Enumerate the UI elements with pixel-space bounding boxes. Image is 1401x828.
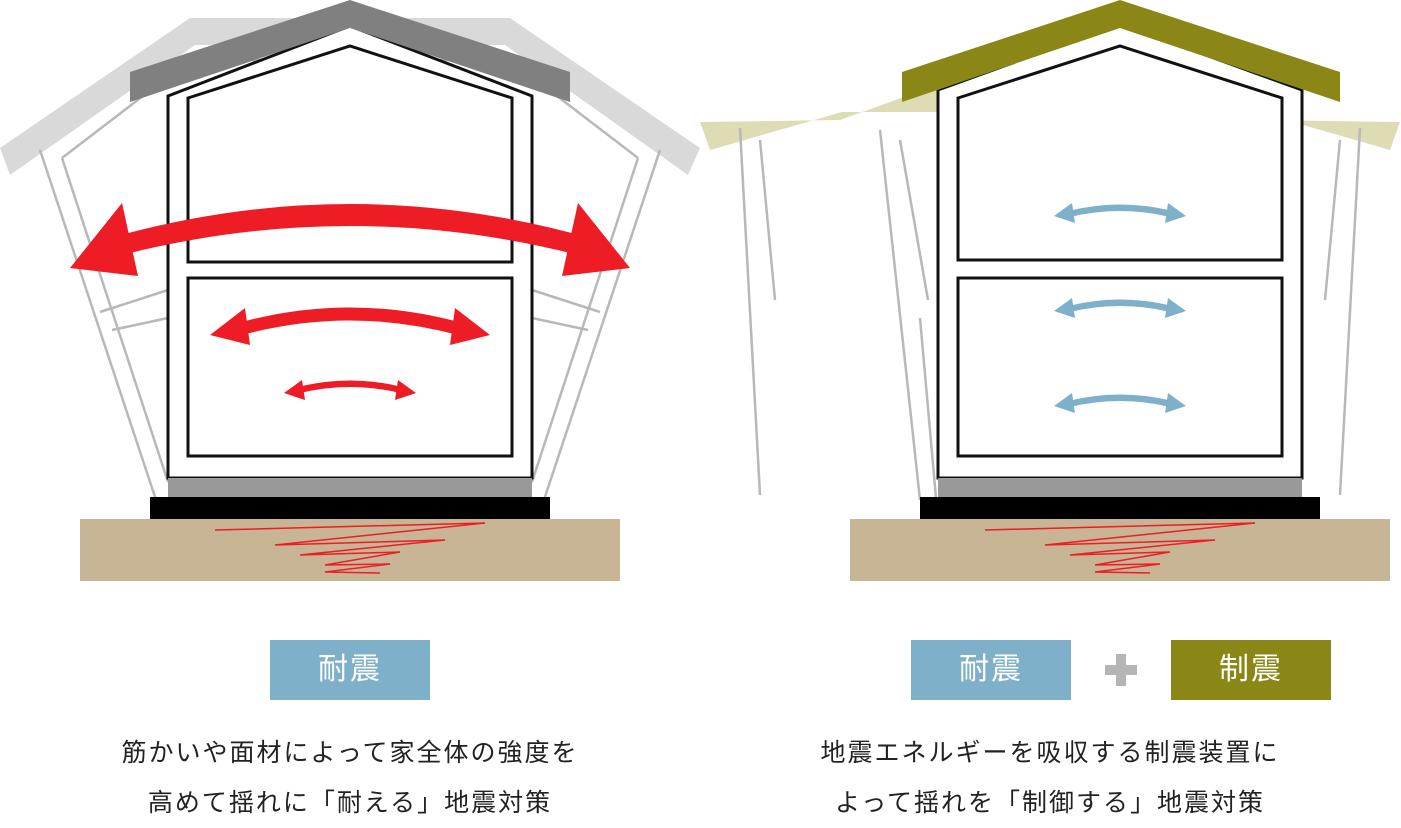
shake-arrow-upper	[1054, 203, 1186, 223]
taishin-badge: 耐震	[911, 640, 1071, 700]
seismic-wave	[214, 522, 486, 574]
shake-arrow-lower	[1054, 393, 1186, 413]
shake-arrow-middle	[1054, 298, 1186, 318]
taishin-badge: 耐震	[270, 640, 430, 700]
taishin-house-diagram	[0, 0, 700, 581]
house-body	[166, 24, 534, 480]
seishin-badge-label: 制震	[1219, 652, 1283, 687]
shake-arrow-small	[284, 380, 416, 400]
shake-arrow-medium	[210, 307, 490, 345]
ghost-roof	[0, 18, 700, 175]
seishin-caption-line1: 地震エネルギーを吸収する制震装置に	[820, 738, 1280, 767]
left-panel-taishin: 耐震 筋かいや面材によって家全体の強度を 高めて揺れに「耐える」地震対策	[0, 0, 700, 825]
taishin-caption: 筋かいや面材によって家全体の強度を 高めて揺れに「耐える」地震対策	[0, 728, 700, 828]
seishin-house-diagram	[700, 0, 1400, 581]
seismic-wave	[984, 522, 1256, 574]
house-body	[936, 22, 1304, 480]
taishin-caption-line1: 筋かいや面材によって家全体の強度を	[121, 738, 579, 767]
foundation-gray	[938, 478, 1302, 498]
seishin-caption-line2: よって揺れを「制御する」地震対策	[834, 788, 1265, 817]
foundation-base	[150, 497, 550, 519]
foundation-base	[920, 497, 1320, 519]
shake-arrow-large	[70, 203, 630, 276]
roof	[902, 0, 1340, 102]
taishin-badge-label: 耐震	[318, 652, 382, 687]
seishin-caption: 地震エネルギーを吸収する制震装置に よって揺れを「制御する」地震対策	[700, 728, 1400, 828]
plus-icon	[1103, 652, 1139, 688]
seishin-badge: 制震	[1171, 640, 1331, 700]
right-panel-seishin: 耐震 制震 地震エネルギーを吸収する制震装置に よって揺れを「制御する」地震対策	[700, 0, 1400, 825]
foundation-gray	[168, 478, 532, 498]
roof	[130, 0, 570, 102]
taishin-badge-label: 耐震	[959, 652, 1023, 687]
taishin-caption-line2: 高めて揺れに「耐える」地震対策	[147, 788, 553, 817]
